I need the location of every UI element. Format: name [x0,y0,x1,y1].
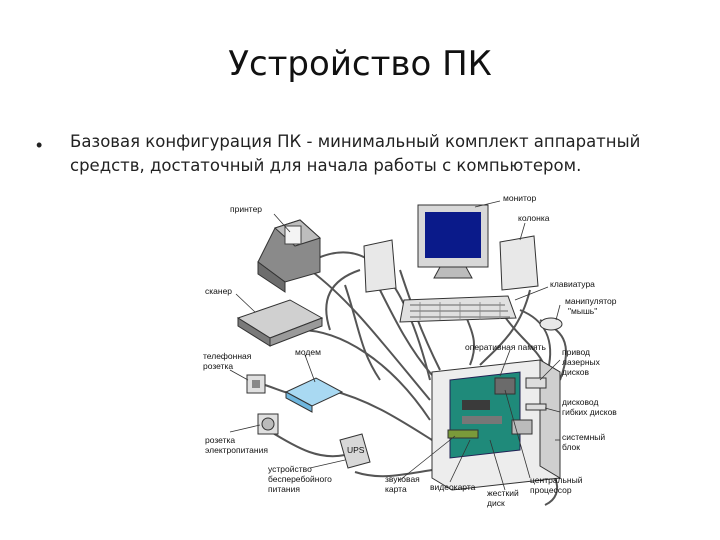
label-floppy-drive-line2: гибких дисков [562,407,617,417]
label-system-unit-line1: системный [562,432,605,442]
label-ups-line1: устройство [268,464,312,474]
mouse-device [539,317,563,331]
modem-device [284,377,344,413]
label-hdd-line1: жесткий [487,488,519,498]
keyboard-device [399,295,517,323]
label-laser-drive-line2: лазерных [562,357,601,367]
label-keyboard: клавиатура [550,279,595,289]
label-system-unit-line2: блок [562,442,580,452]
label-ram: оперативная память [465,342,547,352]
bullet-text: Базовая конфигурация ПК - минимальный ко… [70,132,641,175]
label-ups-line2: бесперебойного [268,474,332,484]
label-cpu-line2: процессор [530,485,572,495]
ups-device: UPS [339,433,371,469]
label-floppy-drive-line1: дисковод [562,397,598,407]
slide-title: Устройство ПК [228,44,492,84]
label-power-socket-line2: электропитания [205,445,268,455]
label-scanner: сканер [205,286,232,296]
label-monitor: монитор [503,193,537,203]
leader-lines [229,200,561,491]
label-video-card: видеокарта [430,482,476,492]
system-unit [431,359,561,491]
label-ups-line3: питания [268,484,300,494]
label-speaker: колонка [518,213,550,223]
bullet-marker: • [36,135,43,155]
label-power-socket-line1: розетка [205,435,235,445]
label-hdd-line2: диск [487,498,505,508]
label-printer: принтер [230,204,262,214]
label-cpu-line1: центральный [530,475,583,485]
speaker-right [499,235,539,291]
scanner-device [236,299,324,347]
label-phone-socket-line1: телефонная [203,351,252,361]
ups-badge: UPS [347,445,365,455]
label-laser-drive-line3: дисков [562,367,589,377]
phone-socket [246,374,266,394]
label-modem: модем [295,347,321,357]
label-phone-socket-line2: розетка [203,361,233,371]
label-mouse-line2: "мышь" [568,306,597,316]
label-sound-card-line1: звуковая [385,474,420,484]
monitor-device [417,204,489,279]
label-mouse-line1: манипулятор [565,296,617,306]
speaker-left [363,239,397,293]
label-sound-card-line2: карта [385,484,407,494]
label-laser-drive-line1: привод [562,347,590,357]
power-socket [257,413,279,435]
